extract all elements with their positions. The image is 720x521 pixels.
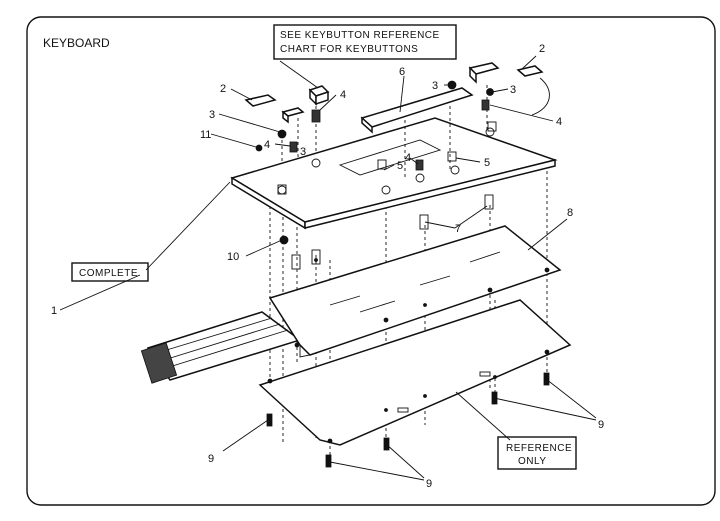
brackets <box>244 65 550 116</box>
reference-only-line1: REFERENCE <box>506 443 572 454</box>
membrane-sheet <box>268 225 562 358</box>
callout-numbers: 2 2 3 3 3 3 4 4 4 4 11 6 5 5 7 10 8 1 9 … <box>51 43 604 490</box>
callout-4-top: 4 <box>340 89 346 101</box>
top-plate <box>230 117 558 230</box>
callout-3-left: 3 <box>209 109 215 121</box>
callout-3-far-right: 3 <box>510 84 516 96</box>
reference-only-box <box>497 436 577 470</box>
callout-1: 1 <box>51 305 57 317</box>
callout-3-mid: 3 <box>300 146 306 158</box>
callout-5-left: 5 <box>397 160 403 172</box>
callout-10: 10 <box>227 251 239 263</box>
space-bar-part <box>360 87 474 180</box>
callout-4-left: 4 <box>264 139 270 151</box>
complete-label: COMPLETE <box>79 268 138 279</box>
reference-only-line2: ONLY <box>518 456 547 467</box>
callout-9-left: 9 <box>208 453 214 465</box>
bottom-plate <box>258 299 572 446</box>
complete-label-box <box>71 262 149 282</box>
callout-3-right: 3 <box>432 80 438 92</box>
callout-8: 8 <box>567 207 573 219</box>
callout-5-right: 5 <box>484 157 490 169</box>
callout-4-mid: 4 <box>405 152 411 164</box>
keybuttons <box>281 62 500 124</box>
keybutton-note-line1: SEE KEYBUTTON REFERENCE <box>280 30 440 41</box>
callout-11: 11 <box>200 129 211 141</box>
keybutton-note-box <box>273 24 457 60</box>
diagram-frame <box>26 16 716 506</box>
keybutton-note-line2: CHART FOR KEYBUTTONS <box>280 44 418 55</box>
callout-2-right: 2 <box>539 43 545 55</box>
callout-4-right: 4 <box>556 116 562 128</box>
flex-ribbon-cable <box>140 311 302 384</box>
diagram-title: KEYBOARD <box>43 36 110 50</box>
callout-9-bottom: 9 <box>426 478 432 490</box>
posts <box>291 194 494 270</box>
callout-2-left: 2 <box>220 83 226 95</box>
callout-6: 6 <box>399 66 405 78</box>
callout-9-right: 9 <box>598 419 604 431</box>
callout-7: 7 <box>455 223 461 235</box>
